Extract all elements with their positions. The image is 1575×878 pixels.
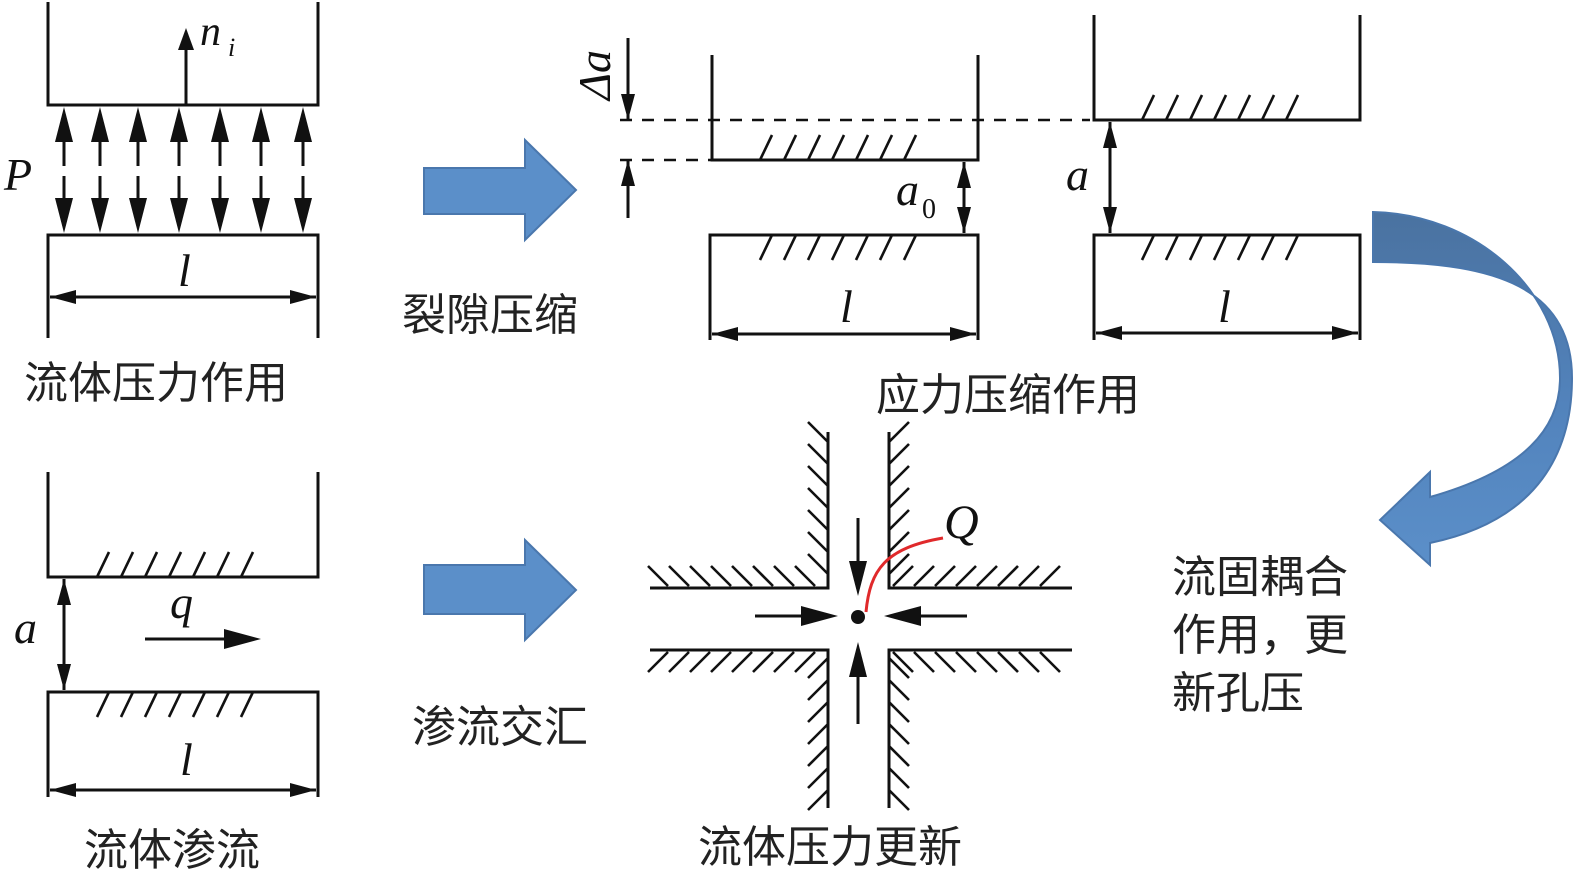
lower-block-seepage <box>46 690 320 797</box>
hatch-lower-left <box>758 234 918 261</box>
hatch-upper-seepage <box>95 551 255 578</box>
length-label-right: l <box>1218 281 1231 332</box>
wall-bottom-right <box>887 648 1072 808</box>
delta-a-label: Δa <box>569 50 620 102</box>
arrow-from-top <box>849 518 867 596</box>
wall-top-right <box>887 432 1072 590</box>
pressure-arrow <box>91 107 109 233</box>
caption-fracture-compression: 裂隙压缩 <box>402 290 578 341</box>
coupling-caption-line-2: 作用，更 <box>1172 610 1348 661</box>
panel-fluid-seepage: a q l 流体渗流 <box>14 472 320 876</box>
cross-hatching <box>647 421 1061 811</box>
hatch-lower-seepage <box>95 691 255 718</box>
a0-subscript: 0 <box>922 194 936 225</box>
normal-subscript: i <box>228 33 235 62</box>
hatch-lower-right <box>1140 234 1300 261</box>
pressure-label: P <box>3 149 32 200</box>
flow-label-q: q <box>170 577 193 628</box>
caption-seepage-convergence: 渗流交汇 <box>412 702 588 753</box>
flow-leader-line <box>864 536 944 613</box>
pressure-arrow <box>252 107 270 233</box>
junction-node <box>851 610 865 624</box>
coupling-caption-line-1: 流固耦合 <box>1172 552 1348 603</box>
pressure-arrow <box>129 107 147 233</box>
caption-pressure-update: 流体压力更新 <box>698 822 962 873</box>
process-arrow-compression <box>423 137 578 243</box>
process-arrow-convergence <box>423 537 578 643</box>
pressure-arrow <box>170 107 188 233</box>
hatch-upper-left <box>758 134 918 161</box>
arrow-from-right <box>884 606 967 626</box>
delta-a-dimension <box>621 38 635 218</box>
aperture-label-right: a <box>1066 149 1089 200</box>
total-flow-label-q: Q <box>944 496 979 549</box>
caption-stress-compression: 应力压缩作用 <box>876 370 1140 421</box>
coupling-caption-line-3: 新孔压 <box>1172 668 1304 719</box>
normal-vector <box>178 28 194 105</box>
lower-block-right <box>1092 233 1362 340</box>
panel-pressure-update: Q 流体压力更新 <box>647 421 1072 873</box>
length-dimension-right <box>1096 326 1358 340</box>
length-dimension-left <box>712 327 976 341</box>
aperture-label-seepage: a <box>14 602 37 653</box>
panel-stress-compression: Δa a 0 l <box>569 15 1362 421</box>
arrow-from-bottom <box>849 642 867 724</box>
aperture-dimension-right <box>1103 122 1117 233</box>
wall-bottom-left <box>650 648 830 808</box>
length-dimension-seepage <box>50 783 316 797</box>
arrow-from-left <box>755 606 838 626</box>
a0-dimension <box>957 162 971 233</box>
length-label-seepage: l <box>180 734 193 785</box>
panel-fluid-pressure: n i P l 流体压力作用 <box>3 2 320 409</box>
upper-block-seepage <box>46 472 320 579</box>
length-label: l <box>178 245 191 296</box>
caption-fluid-pressure: 流体压力作用 <box>24 358 288 409</box>
flow-arrow-q <box>145 629 261 649</box>
lower-block <box>46 233 320 338</box>
a0-label: a <box>896 164 919 215</box>
normal-label: n <box>200 9 221 55</box>
upper-block-compressed <box>710 55 980 162</box>
wall-top-left <box>650 432 830 590</box>
length-label-left: l <box>840 281 853 332</box>
caption-fluid-seepage: 流体渗流 <box>84 825 260 876</box>
aperture-dimension-seepage <box>57 579 71 690</box>
pressure-arrows <box>55 107 312 233</box>
upper-block <box>46 2 320 107</box>
pressure-arrow <box>211 107 229 233</box>
pressure-arrow <box>55 107 73 233</box>
curved-arrow-coupling <box>1372 210 1574 568</box>
hatch-upper-right <box>1140 94 1300 121</box>
length-dimension <box>50 290 316 304</box>
upper-block-original <box>1092 15 1362 122</box>
pressure-arrow <box>294 107 312 233</box>
